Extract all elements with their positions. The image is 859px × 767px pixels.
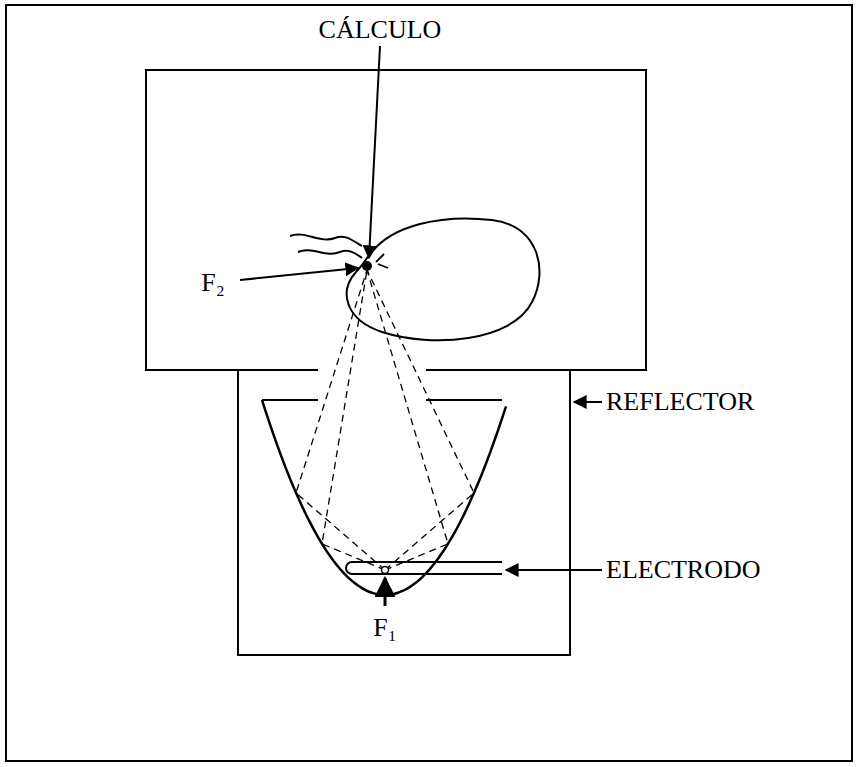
focus-point — [382, 567, 389, 574]
focus-label: F₁ — [373, 615, 397, 641]
ureter — [290, 234, 362, 258]
part-label: CÁLCULO — [319, 17, 442, 43]
outer-frame — [6, 5, 852, 761]
part-label: REFLECTOR — [606, 389, 754, 415]
reflector-rim — [262, 399, 502, 401]
leader-arrow — [506, 569, 602, 571]
focus-label: F₂ — [201, 270, 225, 296]
body-box — [146, 70, 646, 370]
reflector-housing — [238, 370, 570, 655]
part-label: ELECTRODO — [606, 557, 761, 583]
leader-arrow — [574, 401, 602, 403]
shock-wave-ray — [367, 270, 448, 570]
electrode — [346, 562, 502, 574]
calyx-mark — [376, 254, 388, 268]
leader-arrow — [369, 46, 380, 258]
leader-arrow — [384, 578, 387, 606]
shock-wave-ray — [367, 270, 474, 570]
leader-arrow — [240, 268, 358, 280]
shock-wave-ray — [296, 270, 385, 570]
kidney-stone — [362, 261, 372, 271]
shock-wave-rays — [296, 270, 474, 570]
kidney-outline — [347, 218, 540, 340]
